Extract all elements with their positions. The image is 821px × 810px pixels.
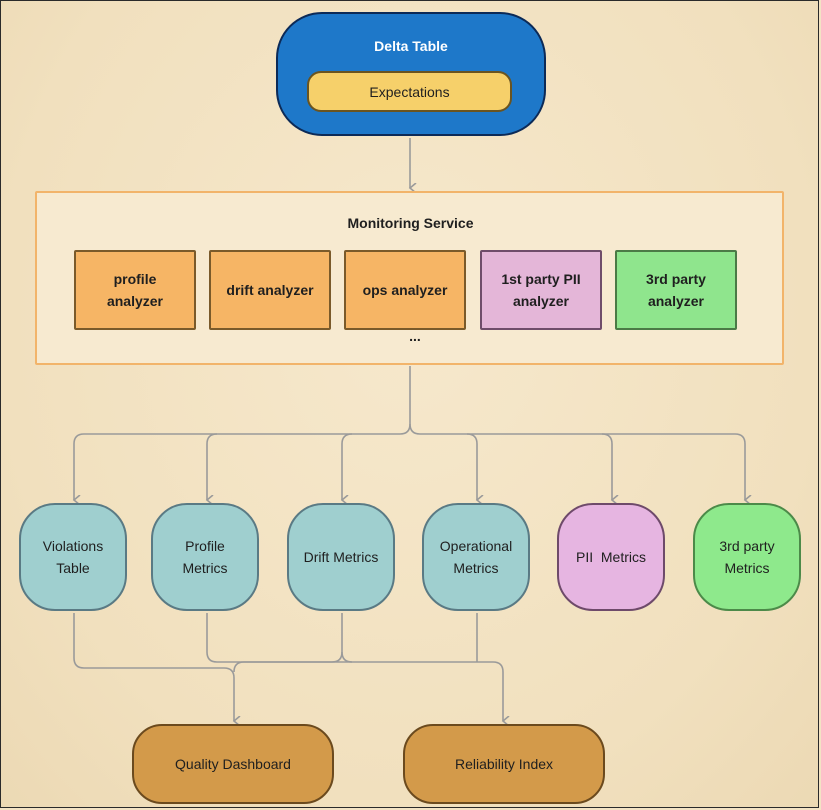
profile-metrics-line2: Metrics bbox=[182, 560, 228, 576]
profile-metrics-line1: Profile bbox=[185, 538, 225, 554]
expectations-node: Expectations bbox=[307, 71, 512, 112]
third-party-metrics-line2: Metrics bbox=[724, 560, 770, 576]
profile-analyzer-node: profile analyzer bbox=[74, 250, 196, 330]
trunk-monitor bbox=[74, 366, 411, 500]
first-party-pii-analyzer-node: 1st party PII analyzer bbox=[480, 250, 602, 330]
delta-table-title: Delta Table bbox=[374, 38, 448, 54]
operational-metrics-line1: Operational bbox=[439, 538, 513, 554]
expectations-label: Expectations bbox=[369, 83, 450, 100]
drift-analyzer-label: drift analyzer bbox=[226, 282, 314, 298]
branch-drift-metrics bbox=[342, 433, 353, 500]
profile-analyzer-line1: profile bbox=[113, 271, 157, 287]
pii-analyzer-line2: analyzer bbox=[512, 293, 570, 309]
third-party-metrics-line1: 3rd party bbox=[719, 538, 775, 554]
branch-pii-metrics bbox=[601, 433, 612, 500]
monitoring-service-title: Monitoring Service bbox=[347, 215, 474, 231]
third-party-analyzer-line1: 3rd party bbox=[646, 271, 706, 287]
third-party-analyzer-line2: analyzer bbox=[647, 293, 705, 309]
profile-analyzer-line2: analyzer bbox=[106, 293, 164, 309]
operational-metrics-line2: Metrics bbox=[453, 560, 499, 576]
quality-dashboard-label: Quality Dashboard bbox=[175, 756, 291, 772]
pii-metrics-label: PII Metrics bbox=[575, 549, 646, 565]
wire-drift bbox=[233, 613, 343, 673]
wire-violations bbox=[73, 613, 234, 721]
branch-operational-metrics bbox=[466, 433, 477, 500]
violations-line2: Table bbox=[56, 560, 90, 576]
branch-right bbox=[409, 423, 745, 500]
quality-dashboard-node: Quality Dashboard bbox=[132, 724, 334, 804]
pii-metrics-node: PII Metrics bbox=[557, 503, 665, 611]
drift-analyzer-node: drift analyzer bbox=[209, 250, 331, 330]
third-party-analyzer-node: 3rd party analyzer bbox=[615, 250, 737, 330]
ops-analyzer-label: ops analyzer bbox=[362, 282, 448, 298]
violations-line1: Violations bbox=[42, 538, 104, 554]
reliability-index-node: Reliability Index bbox=[403, 724, 605, 804]
wire-drift-to-index bbox=[341, 651, 353, 663]
branch-profile-metrics bbox=[207, 433, 218, 500]
wire-profile bbox=[206, 613, 503, 721]
drift-metrics-label: Drift Metrics bbox=[303, 549, 379, 565]
pii-analyzer-line1: 1st party PII bbox=[501, 271, 581, 287]
more-analyzers-ellipsis: ... bbox=[409, 328, 421, 344]
ops-analyzer-node: ops analyzer bbox=[344, 250, 466, 330]
drift-metrics-node: Drift Metrics bbox=[287, 503, 395, 611]
reliability-index-label: Reliability Index bbox=[454, 756, 554, 772]
